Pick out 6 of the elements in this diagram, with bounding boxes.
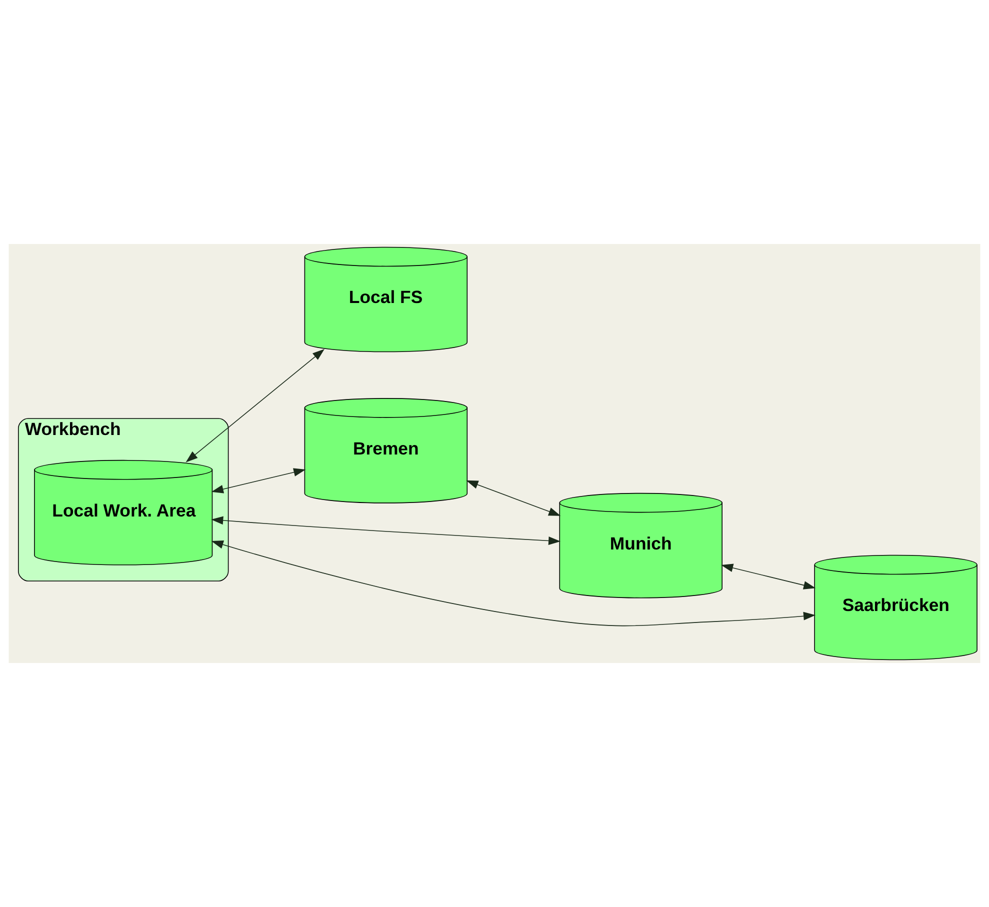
arrow (211, 516, 561, 545)
arrow (721, 564, 816, 590)
arrow (211, 540, 816, 626)
arrow (466, 480, 561, 516)
arrow (186, 348, 325, 462)
arrow (211, 468, 306, 494)
